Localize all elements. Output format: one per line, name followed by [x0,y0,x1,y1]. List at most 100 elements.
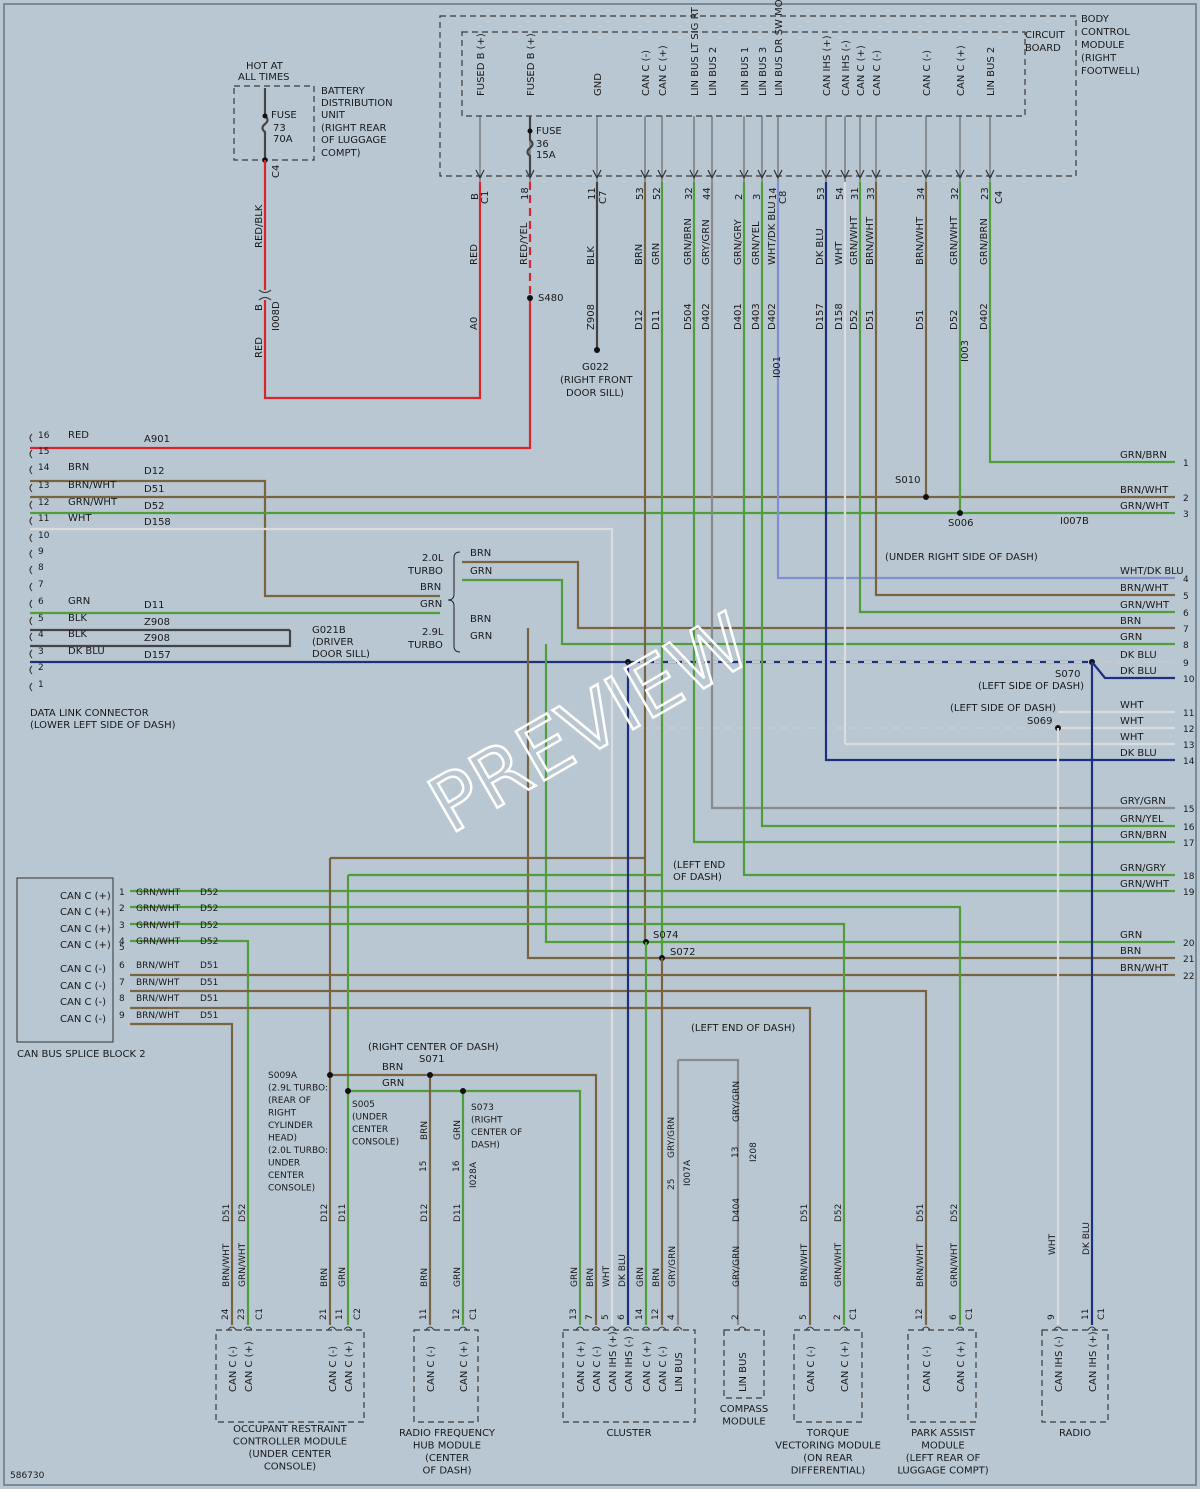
dlc-circuit: Z908 [144,633,170,644]
splice-block-pin-number: 1 [119,888,125,898]
module-pin-symbol [839,1326,849,1331]
circuit-label: D402 [979,303,990,330]
pin-number: 11 [335,1309,345,1320]
reference-color: GRN/WHT [1120,600,1170,611]
bcm-pin-label: CAN C (-) [872,50,883,96]
dlc-pin-symbol [29,649,33,659]
circuit-label: D51 [915,310,926,330]
g021b-label: (DRIVER [312,637,354,648]
circuit-label: D51 [865,310,876,330]
wire-color-label: GRN/YEL [751,221,762,265]
module-name: RADIO FREQUENCY [399,1428,496,1439]
dlc-circuit: A901 [144,434,170,445]
g022-label: DOOR SILL) [566,388,624,399]
pin-number: 14 [635,1308,645,1320]
wire-ref6 [858,182,1175,614]
wire-ref17 [692,182,1175,844]
reference-color: GRN/BRN [1120,830,1167,841]
reference-color: BRN/WHT [1120,583,1169,594]
bcm-pin-label: CAN C (-) [922,50,933,96]
dlc-circuit: D12 [144,466,164,477]
splice-block-circuit: D52 [200,937,218,947]
g021b-label: G021B [312,625,346,636]
circuit-label: A0 [469,317,480,330]
s073-line: (RIGHT [471,1116,503,1126]
wire-ref5 [874,182,1175,597]
pin-number: 13 [569,1309,579,1320]
reference-number: 5 [1183,592,1189,602]
reference-color: BRN/WHT [1120,963,1169,974]
fuse36-label: 15A [536,150,556,161]
connector-arrow [840,169,850,180]
inline-label: I028A [469,1161,479,1188]
bcm-title-line: CONTROL [1081,27,1130,38]
connector-label: C1 [849,1308,859,1320]
s005-line: CENTER [352,1125,388,1135]
bcm-connector-label: C4 [994,191,1005,204]
wire-d158 [30,527,614,1325]
connector-arrow [985,169,995,180]
wire-color: BRN [420,1268,430,1287]
c4-label: C4 [271,165,282,178]
turbo-label: 2.0L [422,553,444,564]
bdu-title-line: COMPT) [321,148,361,159]
module-pin-label: CAN C (-) [658,1346,669,1392]
wire-color: BRN [420,1121,430,1140]
reference-color: GRN/WHT [1120,879,1170,890]
circuit-label: D51 [222,1204,232,1222]
bcm-pin-number: B [470,193,481,200]
dlc-wire-color: BRN [68,462,89,473]
reference-number: 4 [1183,575,1189,585]
module-box [1041,1329,1109,1423]
circuit-label: D52 [849,310,860,330]
s006-location: (UNDER RIGHT SIDE OF DASH) [885,552,1038,563]
dlc-pin-number: 6 [38,597,44,607]
dlc-pin-number: 9 [38,547,44,557]
wire-color-label: GRN/BRN [683,218,694,265]
s005-line: S005 [352,1100,375,1110]
splice-block-pin-number: 6 [119,961,125,971]
dlc-pin-number: 15 [38,447,49,457]
module-pin-label: CAN C (-) [426,1346,437,1392]
dlc-pin-number: 3 [38,647,44,657]
s070-label: S070 [1055,669,1080,680]
splice-block-box [16,877,114,1043]
s009a-line: RIGHT [268,1109,297,1119]
s074-label: S074 [653,930,678,941]
reference-color: WHT/DK BLU [1120,566,1184,577]
splice-block-pin-label: CAN C (+) [60,907,111,918]
dlc-pin-number: 2 [38,663,44,673]
s010-node [923,494,929,500]
pin-number: 9 [1047,1314,1057,1320]
bcm-pin-label: CAN C (+) [956,45,967,96]
s069-location: (LEFT SIDE OF DASH) [950,703,1056,714]
s005-line: CONSOLE) [352,1138,399,1148]
routing [30,182,1175,1325]
wire-color: BRN [320,1268,330,1287]
dlc-pin-number: 11 [38,514,49,524]
pin-number: 5 [601,1314,611,1320]
splice-block-circuit: D51 [200,994,218,1004]
s073-node [460,1088,466,1094]
wire-ref15 [710,182,1175,810]
turbo-wire: GRN [470,566,492,577]
s010-label: S010 [895,475,920,486]
bcm-pin-number: 32 [684,187,695,200]
dlc-pin-number: 4 [38,630,44,640]
module-name: (LEFT REAR OF [906,1453,981,1464]
wire-color-label: GRN/WHT [949,215,960,265]
fuse73-label: 70A [273,134,293,145]
module-name: OCCUPANT RESTRAINT [233,1424,348,1435]
module-name: (UNDER CENTER [248,1449,331,1460]
bcm-pin-number: 33 [866,187,877,200]
wire-color: WHT [602,1265,612,1287]
bdu-title-line: (RIGHT REAR [321,123,386,134]
wire-ref10 [1091,661,1175,680]
reference-number: 6 [1183,609,1189,619]
wire-s071 [330,1073,598,1325]
dlc-title: DATA LINK CONNECTOR [30,708,149,719]
bcm-pin-label: LIN BUS 2 [986,47,997,96]
